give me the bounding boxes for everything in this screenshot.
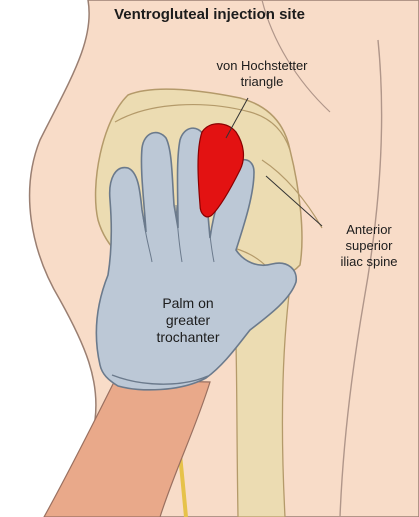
hochstetter-triangle — [197, 123, 245, 218]
label-line: triangle — [240, 73, 284, 89]
label-line: trochanter — [156, 329, 220, 346]
diagram-title: Ventrogluteal injection site — [114, 6, 305, 23]
iliac-crest — [114, 103, 291, 151]
finger-crease-1 — [141, 209, 153, 263]
asis-bone-line — [261, 159, 323, 229]
label-hochstetter-triangle: von Hochstetter triangle — [198, 58, 326, 90]
abdominal-fold — [261, 0, 331, 113]
finger-crease-2 — [175, 204, 183, 263]
label-anterior-superior-iliac-spine: Anterior superior iliac spine — [322, 222, 416, 270]
label-line: Anterior — [346, 222, 392, 237]
glove-cuff — [111, 374, 209, 385]
label-line: von Hochstetter — [216, 58, 308, 73]
label-line: Palm on — [162, 295, 214, 311]
body-contour-line — [339, 39, 383, 517]
label-line: superior — [345, 237, 393, 253]
label-line: greater — [165, 312, 211, 329]
triangle-leader-line — [225, 97, 249, 139]
forearm — [43, 379, 211, 517]
label-line: iliac spine — [340, 253, 398, 269]
finger-crease-3 — [207, 214, 215, 263]
label-palm-on-greater-trochanter: Palm on greater trochanter — [128, 295, 248, 346]
asis-leader-line — [265, 175, 323, 227]
